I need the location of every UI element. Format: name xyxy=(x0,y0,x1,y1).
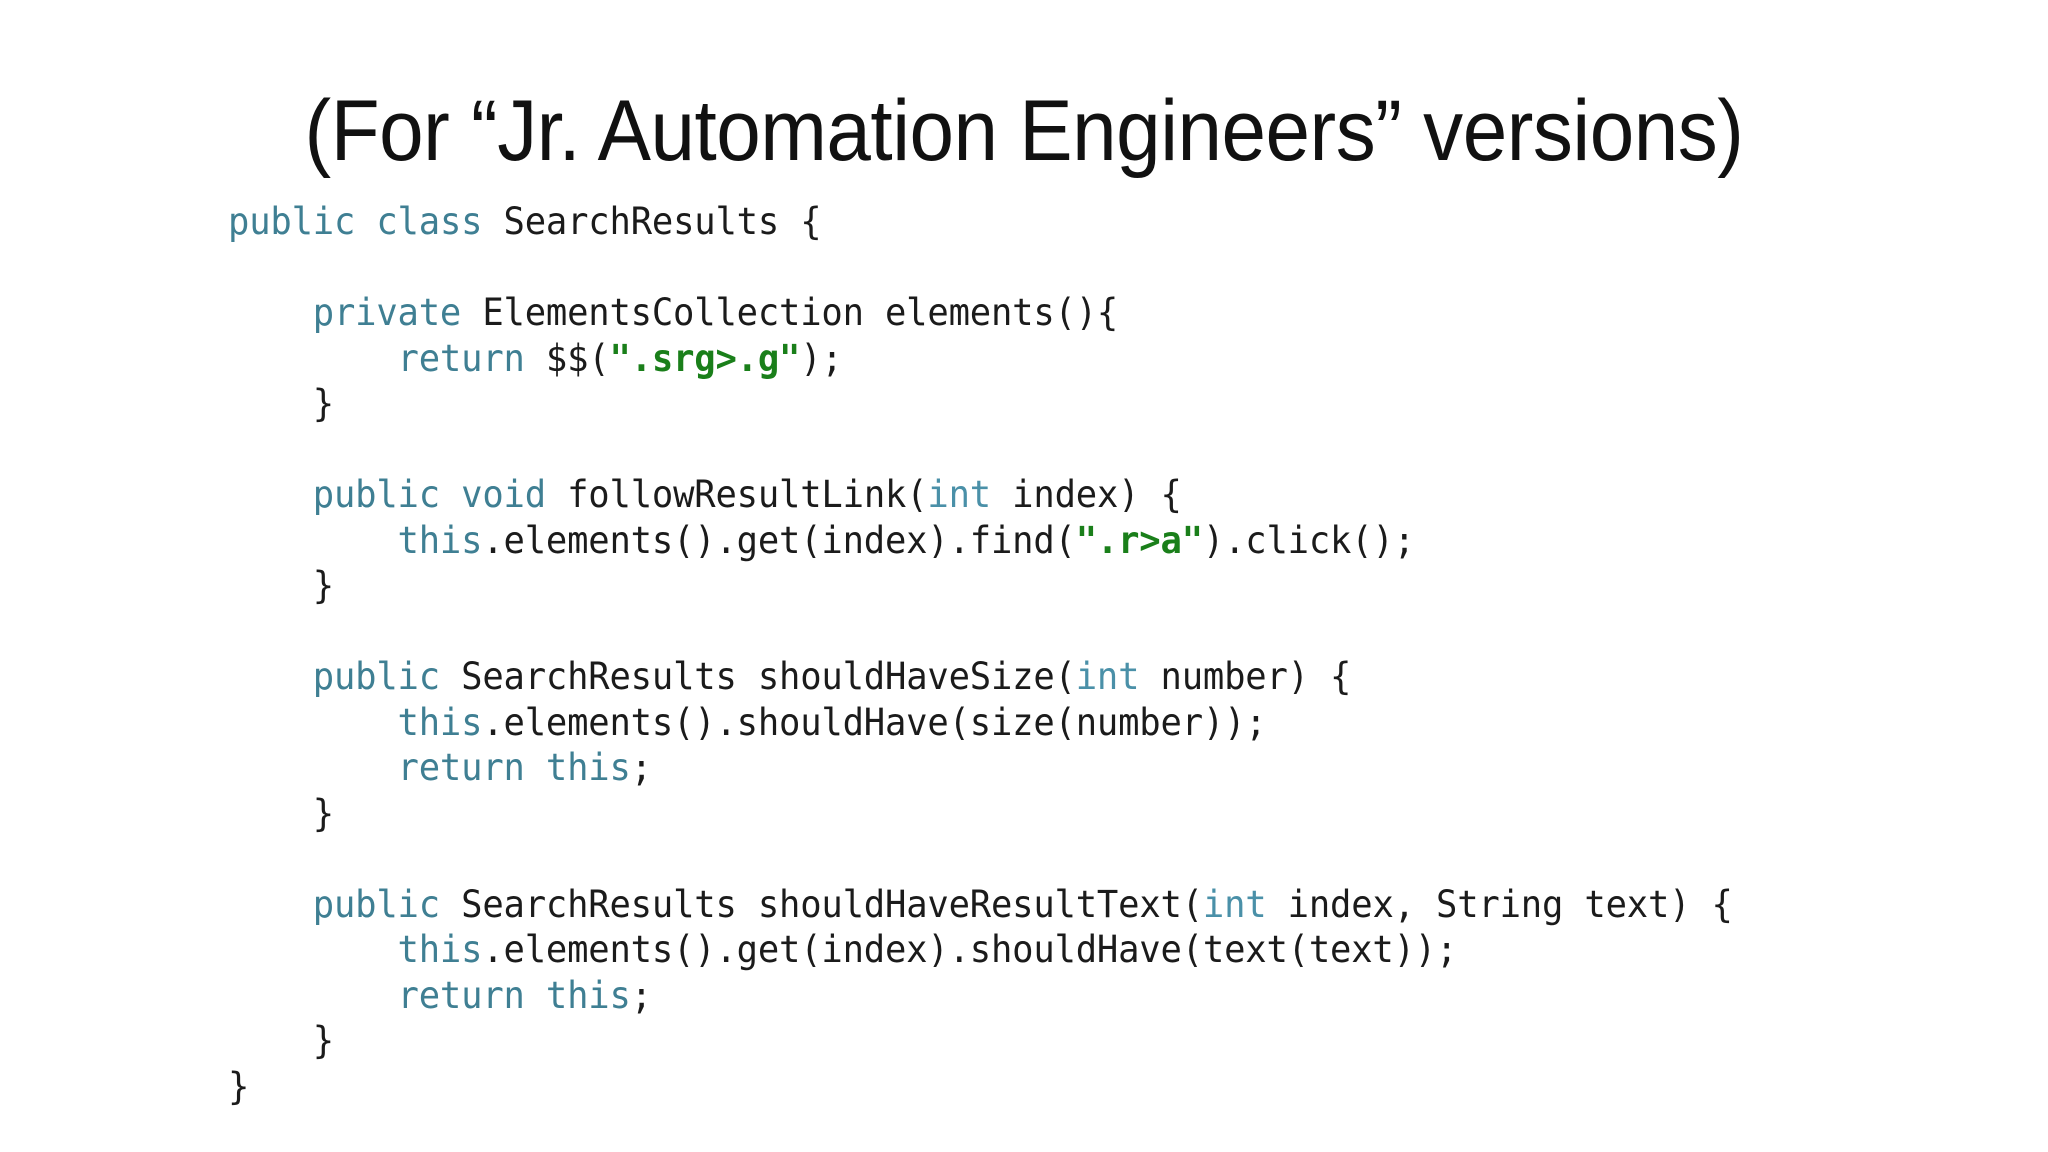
code-token-plain: } xyxy=(228,1064,250,1108)
code-token-plain: } xyxy=(312,564,334,607)
code-token-str: ".r>a" xyxy=(1075,518,1203,562)
code-token-str: ".srg>.g" xyxy=(609,336,801,380)
code-line: } xyxy=(228,563,1918,609)
code-indent xyxy=(228,291,313,334)
code-line: private ElementsCollection elements(){ xyxy=(228,290,1918,336)
code-token-kw: this xyxy=(397,518,483,562)
code-token-plain: SearchResults shouldHaveSize( xyxy=(439,655,1076,698)
code-line: } xyxy=(228,791,1918,837)
code-token-type: int xyxy=(1202,882,1267,926)
code-indent xyxy=(228,1019,313,1062)
code-token-plain: .elements().get(index).find( xyxy=(482,518,1076,562)
code-line: } xyxy=(228,1018,1918,1064)
code-listing: public class SearchResults { private Ele… xyxy=(228,199,1918,1109)
code-token-plain: ; xyxy=(630,746,652,789)
code-token-plain: } xyxy=(312,1019,334,1062)
code-token-kw: private xyxy=(312,291,462,334)
code-line xyxy=(228,609,1918,655)
code-line: this.elements().shouldHave(size(number))… xyxy=(228,700,1918,746)
code-token-plain: .elements().get(index).shouldHave(text(t… xyxy=(482,928,1458,971)
code-indent xyxy=(228,382,313,425)
code-token-plain: SearchResults shouldHaveResultText( xyxy=(439,882,1203,926)
code-token-plain: index, String text) { xyxy=(1266,882,1733,926)
code-token-kw: return xyxy=(397,746,525,789)
code-indent xyxy=(228,655,313,698)
code-line: } xyxy=(228,1064,1918,1110)
code-token-plain xyxy=(440,473,461,516)
code-indent xyxy=(228,928,398,971)
code-line: return this; xyxy=(228,973,1918,1019)
code-token-kw: this xyxy=(545,973,631,1017)
code-token-plain xyxy=(525,974,546,1017)
code-token-kw: public xyxy=(312,473,440,516)
code-token-kw: public xyxy=(228,200,356,243)
code-line xyxy=(228,836,1918,882)
code-indent xyxy=(228,746,398,789)
code-token-kw: return xyxy=(397,336,525,380)
code-token-plain: $$( xyxy=(524,336,610,380)
code-line: this.elements().get(index).find(".r>a").… xyxy=(228,518,1918,564)
code-token-kw: public xyxy=(312,655,440,698)
code-token-type: int xyxy=(927,473,991,516)
code-token-kw: this xyxy=(397,700,483,744)
code-indent xyxy=(228,883,313,926)
code-token-plain: .elements().shouldHave(size(number)); xyxy=(482,700,1267,744)
code-token-plain xyxy=(355,200,376,243)
code-indent xyxy=(228,519,398,562)
code-indent xyxy=(228,701,398,744)
code-line: public SearchResults shouldHaveSize(int … xyxy=(228,654,1918,700)
code-token-plain: ElementsCollection elements(){ xyxy=(461,291,1119,334)
code-token-kw: public xyxy=(312,882,440,926)
code-line xyxy=(228,245,1918,291)
code-indent xyxy=(228,337,398,380)
code-token-plain: ); xyxy=(800,336,843,380)
code-indent xyxy=(228,564,313,607)
code-token-kw: return xyxy=(397,973,525,1017)
code-line: this.elements().get(index).shouldHave(te… xyxy=(228,927,1918,973)
code-line: } xyxy=(228,381,1918,427)
code-token-kw: this xyxy=(397,928,483,971)
code-token-plain: } xyxy=(312,791,334,835)
code-token-kw: class xyxy=(376,200,483,243)
code-line: return this; xyxy=(228,745,1918,791)
code-token-plain: } xyxy=(312,382,334,425)
code-token-plain: ; xyxy=(630,973,652,1017)
code-line: public class SearchResults { xyxy=(228,199,1918,245)
code-line: public void followResultLink(int index) … xyxy=(228,472,1918,518)
code-token-plain: ).click(); xyxy=(1202,518,1415,562)
code-token-type: int xyxy=(1075,655,1140,698)
code-token-kw: this xyxy=(545,746,631,789)
code-indent xyxy=(228,974,398,1017)
code-token-plain: SearchResults { xyxy=(482,200,822,243)
code-token-kw: void xyxy=(461,473,546,516)
code-token-plain: number) { xyxy=(1139,655,1352,698)
code-line: return $$(".srg>.g"); xyxy=(228,336,1918,382)
code-indent xyxy=(228,473,313,516)
code-token-plain xyxy=(525,746,546,789)
code-token-plain: followResultLink( xyxy=(545,473,928,516)
code-indent xyxy=(228,792,313,835)
code-token-plain: index) { xyxy=(990,473,1182,516)
code-line xyxy=(228,427,1918,473)
page-title: (For “Jr. Automation Engineers” versions… xyxy=(304,82,1744,179)
code-line: public SearchResults shouldHaveResultTex… xyxy=(228,882,1918,928)
